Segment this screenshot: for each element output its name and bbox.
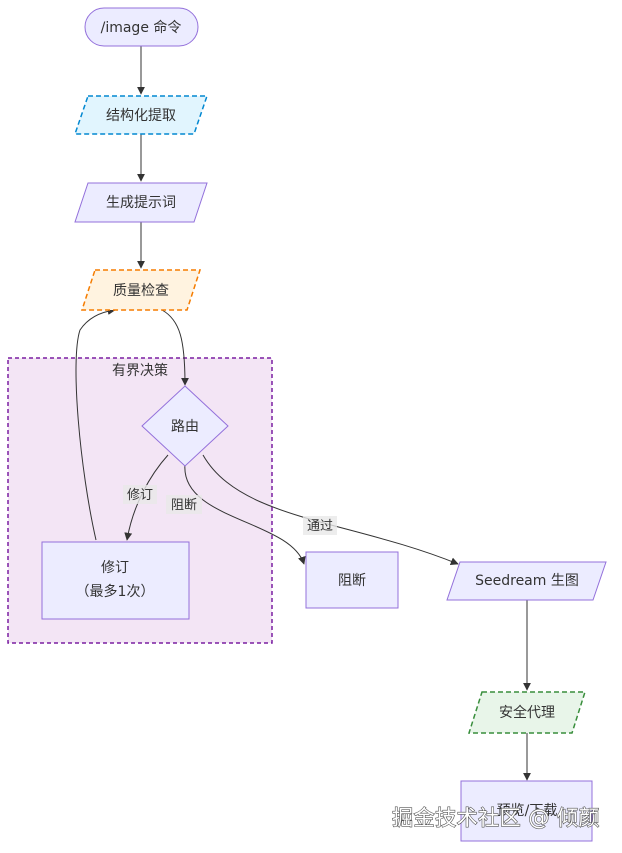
edge-label-block: 阻断 (171, 498, 197, 513)
node-revise-label-line2: （最多1次） (76, 583, 155, 600)
node-block-label: 阻断 (338, 573, 366, 589)
edge-route-to-block (184, 463, 306, 565)
node-revise[interactable]: 修订 （最多1次） (41, 541, 190, 620)
node-safety-proxy[interactable]: 安全代理 (467, 691, 587, 734)
node-seedream[interactable]: Seedream 生图 (446, 561, 607, 601)
node-image-command-label: /image 命令 (101, 19, 182, 36)
node-preview-download[interactable]: 预览/下载 (460, 780, 593, 842)
edge-label-pass: 通过 (307, 519, 333, 534)
node-structured-extract[interactable]: 结构化提取 (73, 95, 209, 135)
node-generate-prompt[interactable]: 生成提示词 (74, 182, 208, 223)
node-block[interactable]: 阻断 (305, 551, 399, 609)
edge-labels: 修订 阻断 通过 (123, 485, 337, 535)
node-preview-download-label: 预览/下载 (497, 803, 558, 819)
edge-label-revise: 修订 (127, 488, 153, 503)
edge-quality-to-route (161, 309, 189, 386)
edge-revise-to-quality (75, 306, 116, 541)
node-safety-proxy-label: 安全代理 (499, 704, 555, 721)
node-seedream-label: Seedream 生图 (475, 573, 579, 589)
node-quality-check-label: 质量检查 (113, 283, 169, 299)
node-structured-extract-label: 结构化提取 (106, 108, 176, 124)
node-revise-label-line1: 修订 (101, 560, 129, 576)
node-generate-prompt-label: 生成提示词 (106, 195, 176, 211)
watermark-text: 掘金技术社区 @ 倾颜 (392, 806, 600, 830)
subgraph-title: 有界决策 (112, 362, 168, 379)
node-route[interactable]: 路由 (141, 385, 229, 467)
node-quality-check[interactable]: 质量检查 (80, 269, 202, 311)
node-route-label: 路由 (171, 419, 199, 435)
nodes: /image 命令 结构化提取 生成提示词 质量检查 路由 (41, 7, 607, 842)
node-image-command[interactable]: /image 命令 (84, 7, 199, 47)
